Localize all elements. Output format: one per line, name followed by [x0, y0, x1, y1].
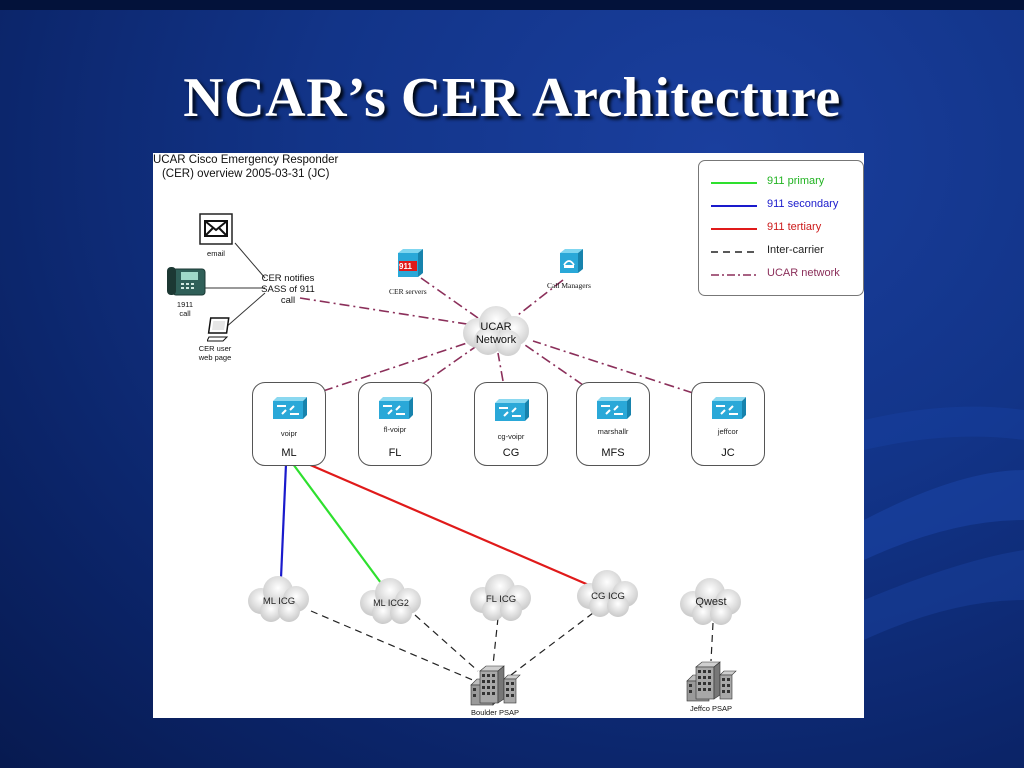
boulder-psap-building-icon [470, 665, 521, 706]
call-manager-icon [560, 249, 583, 273]
cloud-label-ml-icg: ML ICG [262, 596, 296, 607]
ucar-link-notify [299, 297, 474, 326]
site-label: FL [388, 447, 402, 459]
cloud-cg-icg [577, 570, 638, 617]
notify-line2: SASS of 911 [261, 284, 315, 295]
diagram-title-line2: (CER) overview 2005-03-31 (JC) [161, 168, 330, 180]
router-name: jeffcor [717, 427, 739, 436]
cloud-fl-icg [470, 574, 531, 621]
network-line2: Network [475, 334, 517, 346]
site-label: CG [502, 447, 520, 459]
site-label: JC [721, 447, 735, 459]
web-page-label: CER user web page [193, 344, 237, 362]
web-label-line1: CER user [198, 344, 232, 353]
legend-item-ucar-network: UCAR network [699, 265, 863, 285]
ucar-network-label: UCAR Network [466, 321, 526, 347]
slide-title: NCAR’s CER Architecture [183, 67, 841, 129]
email-label: email [207, 249, 225, 258]
top-bar [0, 0, 1024, 10]
router-icon [597, 397, 631, 419]
ucar-link-fl [420, 344, 479, 386]
site-box-mfs: marshallr MFS [576, 382, 650, 466]
router-name: marshallr [597, 427, 629, 436]
cloud-ml-icg2 [360, 578, 421, 624]
diagram-title: UCAR Cisco Emergency Responder (CER) ove… [153, 153, 338, 181]
legend-item-secondary: 911 secondary [699, 196, 863, 216]
phone-label: 1911 call [167, 300, 203, 318]
site-box-cg: cg-voipr CG [474, 382, 548, 466]
cer-servers-label: CER servers [389, 287, 427, 296]
inter-carrier-ml2 [414, 614, 479, 672]
cer-server-icon [398, 249, 423, 277]
phone-icon [167, 267, 206, 296]
notify-line1: CER notifies [261, 273, 315, 284]
router-icon [712, 397, 746, 419]
network-line1: UCAR [480, 321, 512, 333]
ucar-link-cg [497, 352, 504, 382]
legend-label: Inter-carrier [767, 244, 824, 256]
legend-label: 911 secondary [767, 198, 839, 210]
ucar-link-mfs [524, 344, 584, 386]
architecture-diagram: UCAR Cisco Emergency Responder (CER) ove… [153, 153, 864, 718]
site-box-jc: jeffcor JC [691, 382, 765, 466]
ucar-link-cm [517, 279, 564, 316]
cloud-qwest [680, 578, 741, 625]
primary-route [292, 463, 382, 584]
inter-carrier-fl [492, 617, 499, 666]
boulder-psap-label: Boulder PSAP [471, 708, 519, 717]
ucar-network-cloud [463, 306, 529, 356]
call-managers-label: Call Managers [547, 281, 591, 290]
computer-icon [207, 317, 230, 342]
router-name: fl-voipr [383, 425, 407, 434]
ucar-link-jc [532, 340, 694, 394]
web-label-line2: web page [198, 353, 232, 362]
carrier-clouds [248, 570, 741, 706]
cloud-label-qwest: Qwest [695, 596, 727, 608]
site-label: ML [281, 447, 297, 459]
phone-label-line1: 1911 [176, 300, 194, 309]
router-name: voipr [280, 429, 298, 438]
secondary-route [279, 463, 288, 579]
router-icon [495, 399, 529, 421]
notify-line3: call [280, 295, 296, 306]
cloud-ml-icg [248, 576, 309, 622]
jeffco-psap-label: Jeffco PSAP [690, 704, 732, 713]
legend-label: UCAR network [767, 267, 840, 279]
site-box-ml: voipr ML [252, 382, 326, 466]
notify-text: CER notifies SASS of 911 call [253, 273, 323, 306]
diagram-title-line1: UCAR Cisco Emergency Responder [153, 154, 339, 166]
legend-label: 911 primary [767, 175, 825, 187]
cer-badge: 911 [399, 262, 412, 271]
inter-carrier-qwest [710, 622, 714, 662]
ucar-link-cer [420, 277, 479, 319]
router-icon [273, 397, 307, 419]
inter-carrier-cg [510, 612, 594, 676]
legend-item-tertiary: 911 tertiary [699, 219, 863, 239]
tertiary-route [307, 462, 592, 588]
router-name: cg-voipr [497, 432, 525, 441]
jeffco-psap-building-icon [686, 661, 737, 702]
cloud-label-fl-icg: FL ICG [485, 594, 517, 605]
legend-item-inter-carrier: Inter-carrier [699, 242, 863, 262]
legend: 911 primary 911 secondary 911 tertiary I… [698, 160, 864, 296]
router-icon [379, 397, 413, 419]
connection-lines [205, 242, 714, 682]
email-icon [199, 213, 233, 245]
ucar-link-ml [322, 340, 474, 392]
site-box-fl: fl-voipr FL [358, 382, 432, 466]
cloud-label-ml-icg2: ML ICG2 [373, 598, 409, 608]
legend-label: 911 tertiary [767, 221, 822, 233]
inter-carrier-ml [310, 610, 476, 682]
site-label: MFS [601, 447, 625, 459]
legend-item-primary: 911 primary [699, 173, 863, 193]
phone-label-line2: call [179, 309, 191, 318]
cloud-label-cg-icg: CG ICG [591, 591, 625, 602]
